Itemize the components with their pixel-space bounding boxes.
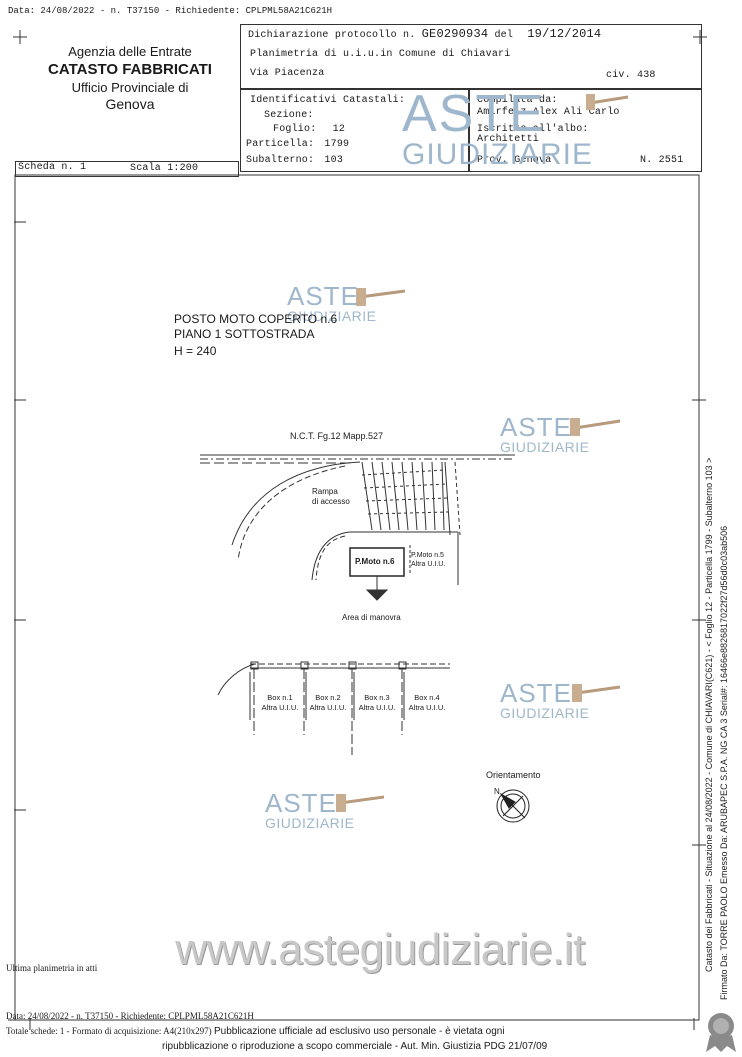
- crop-marks: [13, 30, 707, 1030]
- box-2-uiu: Altra U.I.U.: [309, 703, 347, 712]
- ufficio-label: Ufficio Provinciale di: [71, 80, 189, 95]
- foglio-value: 12: [332, 124, 346, 135]
- subalterno-label: Subalterno:: [246, 155, 315, 166]
- albo-value: Architetti: [477, 134, 540, 145]
- pmoto6-label: P.Moto n.6: [355, 557, 395, 566]
- agency-name: Agenzia delle Entrate: [68, 44, 192, 59]
- manovra-label: Area di manovra: [342, 613, 401, 622]
- compass-rose: [496, 789, 530, 823]
- scheda-label: Scheda n. 1: [18, 162, 87, 173]
- aste-watermark-1: ASTE GIUDIZIARIE: [287, 281, 377, 324]
- subalterno-row: Subalterno: 103: [246, 155, 343, 166]
- particella-row: Particella: 1799: [246, 139, 349, 150]
- box-row: [217, 661, 450, 755]
- north-label: N: [494, 787, 500, 796]
- pmoto5-label: P.Moto n.5 Altra U.I.U.: [411, 551, 445, 569]
- protocol-date: 19/12/2014: [527, 27, 602, 41]
- nct-boundary: [200, 454, 515, 464]
- box-3-uiu: Altra U.I.U.: [358, 703, 396, 712]
- scala-label: Scala 1:200: [130, 163, 199, 174]
- compilata-name: Amirfeiz Alex Ali Carlo: [477, 107, 620, 118]
- subalterno-value: 103: [324, 155, 344, 166]
- moto-area: [311, 531, 459, 601]
- compilata-label: Compilata da:: [477, 95, 558, 106]
- plan-height: H = 240: [174, 344, 217, 358]
- protocol-label: Dichiarazione protocollo n.: [248, 30, 416, 41]
- catasto-fabbricati: CATASTO FABBRICATI: [48, 61, 212, 78]
- compilata-box: [468, 88, 702, 172]
- civ-line: civ. 438: [606, 70, 656, 81]
- box-4-label: Box n.4 Altra U.I.U.: [405, 693, 449, 713]
- side-catasto-text: Catasto dei Fabbricati - Situazione al 2…: [704, 457, 714, 972]
- top-header: Data: 24/08/2022 - n. T37150 - Richieden…: [8, 6, 333, 16]
- box-2-label: Box n.2 Altra U.I.U.: [306, 693, 350, 713]
- plan-title: POSTO MOTO COPERTO n.6 PIANO 1 SOTTOSTRA…: [174, 312, 337, 359]
- prov-value: Prov. Genova: [477, 155, 552, 166]
- rampa-label: Rampa di accesso: [312, 487, 350, 507]
- seal-icon: [706, 1013, 736, 1052]
- ident-title: Identificativi Catastali:: [250, 95, 406, 106]
- footer-pub1: Pubblicazione ufficiale ad esclusivo uso…: [214, 1026, 505, 1037]
- box-2-name: Box n.2: [315, 693, 341, 702]
- iscritto-label: Iscritto all'albo:: [477, 124, 589, 135]
- box-3-name: Box n.3: [364, 693, 390, 702]
- particella-value: 1799: [324, 139, 350, 150]
- foglio-row: Foglio: 12: [273, 124, 345, 135]
- box-4-name: Box n.4: [414, 693, 440, 702]
- rampa-line1: Rampa: [312, 487, 338, 496]
- aste-watermark-header: ASTE GIUDIZIARIE: [402, 85, 594, 171]
- ufficio-city: Genova: [105, 96, 155, 112]
- nct-label: N.C.T. Fg.12 Mapp.527: [290, 431, 384, 441]
- ramp: [231, 461, 461, 561]
- plan-title-line1: POSTO MOTO COPERTO n.6: [174, 312, 338, 326]
- side-firmato-text: Firmato Da: TORRE PAOLO Emesso Da: ARUBA…: [719, 525, 729, 1000]
- ident-box: [240, 88, 470, 172]
- box-1-name: Box n.1: [267, 693, 293, 702]
- protocol-box: [240, 24, 702, 90]
- box-1-uiu: Altra U.I.U.: [261, 703, 299, 712]
- scheda-box: [15, 161, 239, 177]
- pmoto5-line2: Altra U.I.U.: [411, 561, 446, 568]
- plan-title-line2: PIANO 1 SOTTOSTRADA: [174, 327, 315, 341]
- footer-totale: Totale schede: 1 - Formato di acquisizio…: [6, 1026, 212, 1036]
- rampa-line2: di accesso: [312, 497, 350, 506]
- footer-data: Data: 24/08/2022 - n. T37150 - Richieden…: [6, 1011, 254, 1021]
- via-line: Via Piacenza: [250, 68, 325, 79]
- agency-block: Agenzia delle Entrate CATASTO FABBRICATI…: [20, 44, 240, 112]
- foglio-label: Foglio:: [273, 124, 317, 135]
- ultima-planimetria: Ultima planimetria in atti: [6, 963, 98, 973]
- box-3-label: Box n.3 Altra U.I.U.: [355, 693, 399, 713]
- pmoto5-line1: P.Moto n.5: [411, 552, 444, 559]
- sezione-label: Sezione:: [264, 110, 314, 121]
- box-4-uiu: Altra U.I.U.: [408, 703, 446, 712]
- protocol-del: del: [494, 30, 514, 41]
- planimetria-line: Planimetria di u.i.u.in Comune di Chiava…: [250, 49, 511, 60]
- footer-pub2: ripubblicazione o riproduzione a scopo c…: [162, 1041, 548, 1052]
- orientamento-label: Orientamento: [486, 770, 541, 780]
- aste-watermark-3: ASTE GIUDIZIARIE: [500, 678, 590, 721]
- aste-watermark-4: ASTE GIUDIZIARIE: [265, 788, 355, 831]
- hammer-marks: [336, 94, 629, 812]
- aste-watermark-2: ASTE GIUDIZIARIE: [500, 412, 590, 455]
- particella-label: Particella:: [246, 139, 315, 150]
- box-1-label: Box n.1 Altra U.I.U.: [258, 693, 302, 713]
- site-watermark: www.astegiudiziarie.it: [175, 925, 585, 974]
- protocol-line: Dichiarazione protocollo n. GE0290934 de…: [248, 27, 601, 41]
- albo-number: N. 2551: [640, 155, 684, 166]
- protocol-number: GE0290934: [421, 27, 489, 41]
